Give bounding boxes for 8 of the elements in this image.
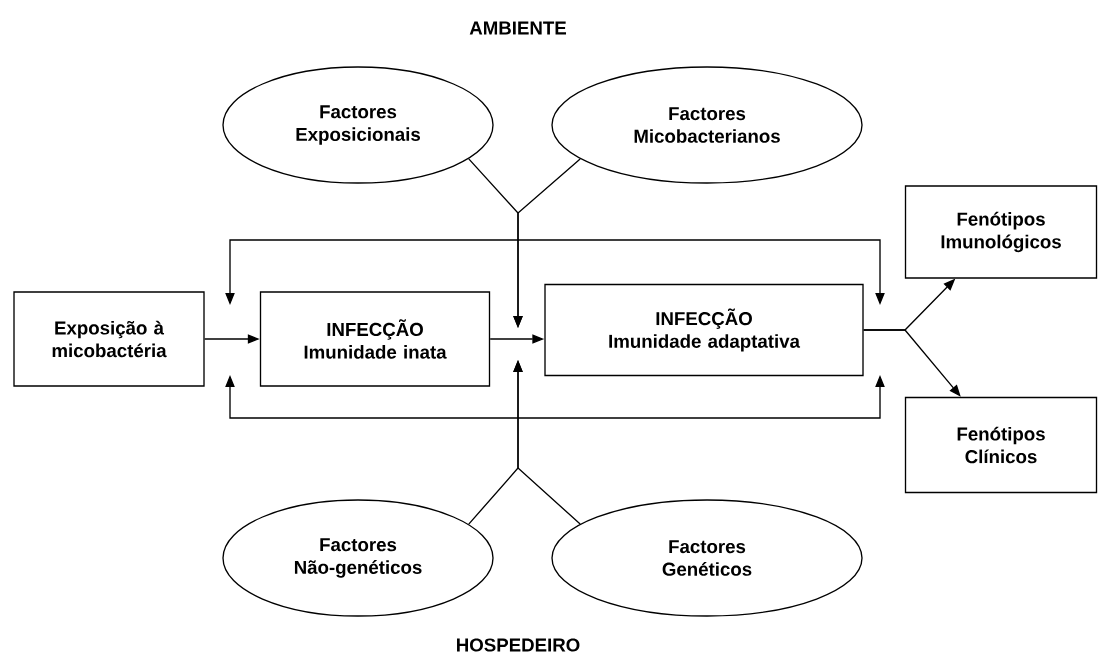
- process-box: INFECÇÃO Imunidade adaptativa: [544, 283, 864, 377]
- process-box: Fenótipos Clínicos: [904, 396, 1098, 494]
- process-box: INFECÇÃO Imunidade inata: [259, 291, 491, 387]
- section-label: AMBIENTE: [469, 21, 566, 35]
- section-label: HOSPEDEIRO: [457, 638, 580, 652]
- process-box: Fenótipos Imunológicos: [904, 185, 1098, 279]
- process-box: Exposição à micobactéria: [13, 291, 205, 387]
- arrow: [863, 329, 961, 397]
